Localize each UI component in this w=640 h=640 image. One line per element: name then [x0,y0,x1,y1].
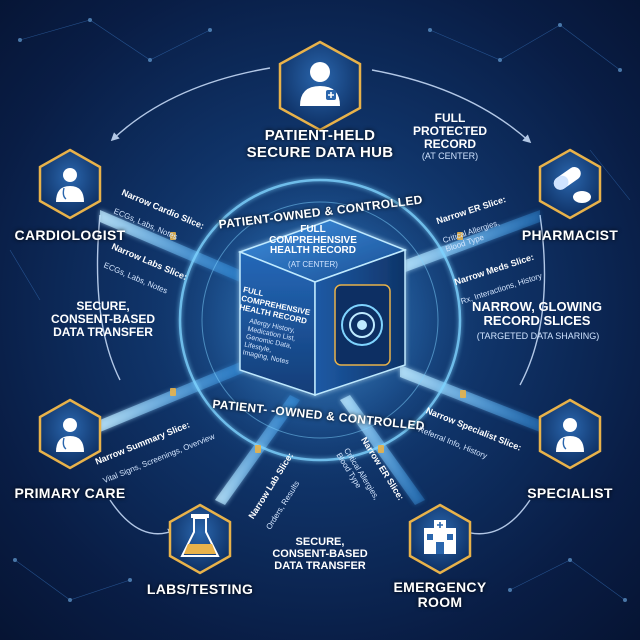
narrow-slices-label: NARROW, GLOWING RECORD SLICES [472,299,602,329]
label-pharmacist: PHARMACIST [521,227,619,243]
lock-dial-icon [334,284,391,366]
data-chips [170,232,466,453]
doctor-stethoscope-icon [556,418,584,452]
cube-top-sublabel: (AT CENTER) [288,260,338,269]
hexagon-pharmacist[interactable] [538,148,602,220]
hexagon-primary-care[interactable] [38,398,102,470]
transfer-label-bottom: SECURE, CONSENT-BASED DATA TRANSFER [272,536,368,573]
hexagon-er[interactable] [408,503,472,575]
full-protected-label: FULL PROTECTED RECORD [412,111,487,152]
hospital-icon [424,520,456,554]
label-labs: LABS/TESTING [146,581,254,597]
hexagon-cardiologist[interactable] [38,148,102,220]
label-er: EMERGENCY ROOM [393,579,487,611]
beam-pharmacist [400,210,540,274]
cube-top-label: FULL COMPREHENSIVE HEALTH RECORD [269,224,357,256]
hexagon-labs[interactable] [168,503,232,575]
narrow-slices-sublabel: (TARGETED DATA SHARING) [476,331,600,341]
label-cardiologist: CARDIOLOGIST [14,227,126,243]
patient-icon [300,62,340,106]
circular-flow-arrows [96,67,546,537]
flask-icon [180,514,220,557]
label-specialist: SPECIALIST [527,485,613,501]
hub-outer-ring [178,178,462,462]
doctor-stethoscope-icon [56,418,84,452]
hexagon-patient[interactable] [278,40,362,132]
hexagon-specialist[interactable] [538,398,602,470]
label-primary-care: PRIMARY CARE [14,485,126,501]
full-protected-sublabel: (AT CENTER) [421,151,479,161]
hub-inner-ring [201,201,439,439]
network-background [9,18,631,602]
transfer-label-left: SECURE, CONSENT-BASED DATA TRANSFER [50,299,155,340]
pill-capsule-icon [553,167,591,203]
beam-specialist [400,365,540,432]
doctor-stethoscope-icon [56,168,84,202]
hub-title: PATIENT-HELD SECURE DATA HUB [246,127,394,161]
beam-cardiologist [100,210,240,282]
